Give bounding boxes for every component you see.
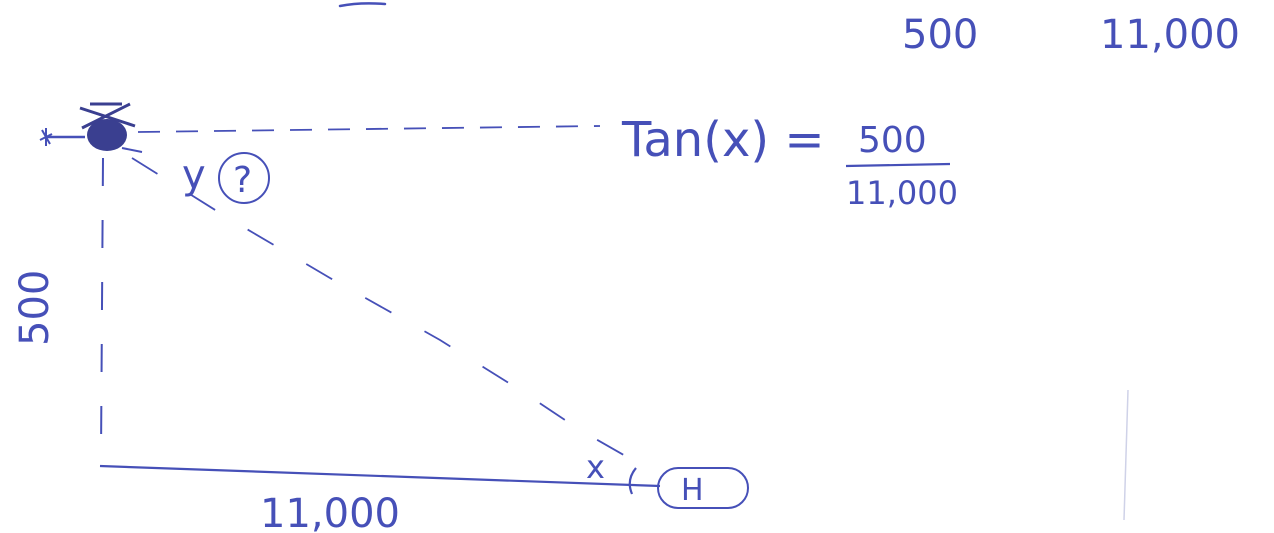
- equation-lhs: Tan(x) =: [621, 112, 825, 168]
- horizontal-dashed-line: [137, 125, 601, 133]
- horizontal-side-label: 11,000: [260, 491, 400, 533]
- unknown-circle: [218, 152, 270, 204]
- endpoint-label: H: [681, 473, 704, 508]
- top-value-11000: 11,000: [1100, 12, 1240, 58]
- horizontal-solid-side: [99, 464, 661, 488]
- endpoint-bubble: [657, 467, 749, 509]
- fraction-bar: [845, 162, 951, 168]
- angle-x-arc: [628, 467, 637, 495]
- scan-artifact: [1123, 389, 1129, 521]
- vertical-dashed-side: [100, 157, 104, 456]
- angle-y-label: y: [182, 152, 206, 198]
- vertical-side-label: 500: [12, 270, 58, 346]
- angle-x-label: x: [586, 448, 605, 486]
- top-value-500: 500: [902, 12, 978, 58]
- helicopter-icon: [39, 102, 143, 153]
- angle-unknown-label: ?: [233, 160, 252, 201]
- hypotenuse-dashed: [131, 157, 651, 471]
- equation-numerator: 500: [858, 120, 927, 161]
- equation-denominator: 11,000: [846, 174, 958, 212]
- stray-mark: [338, 2, 387, 8]
